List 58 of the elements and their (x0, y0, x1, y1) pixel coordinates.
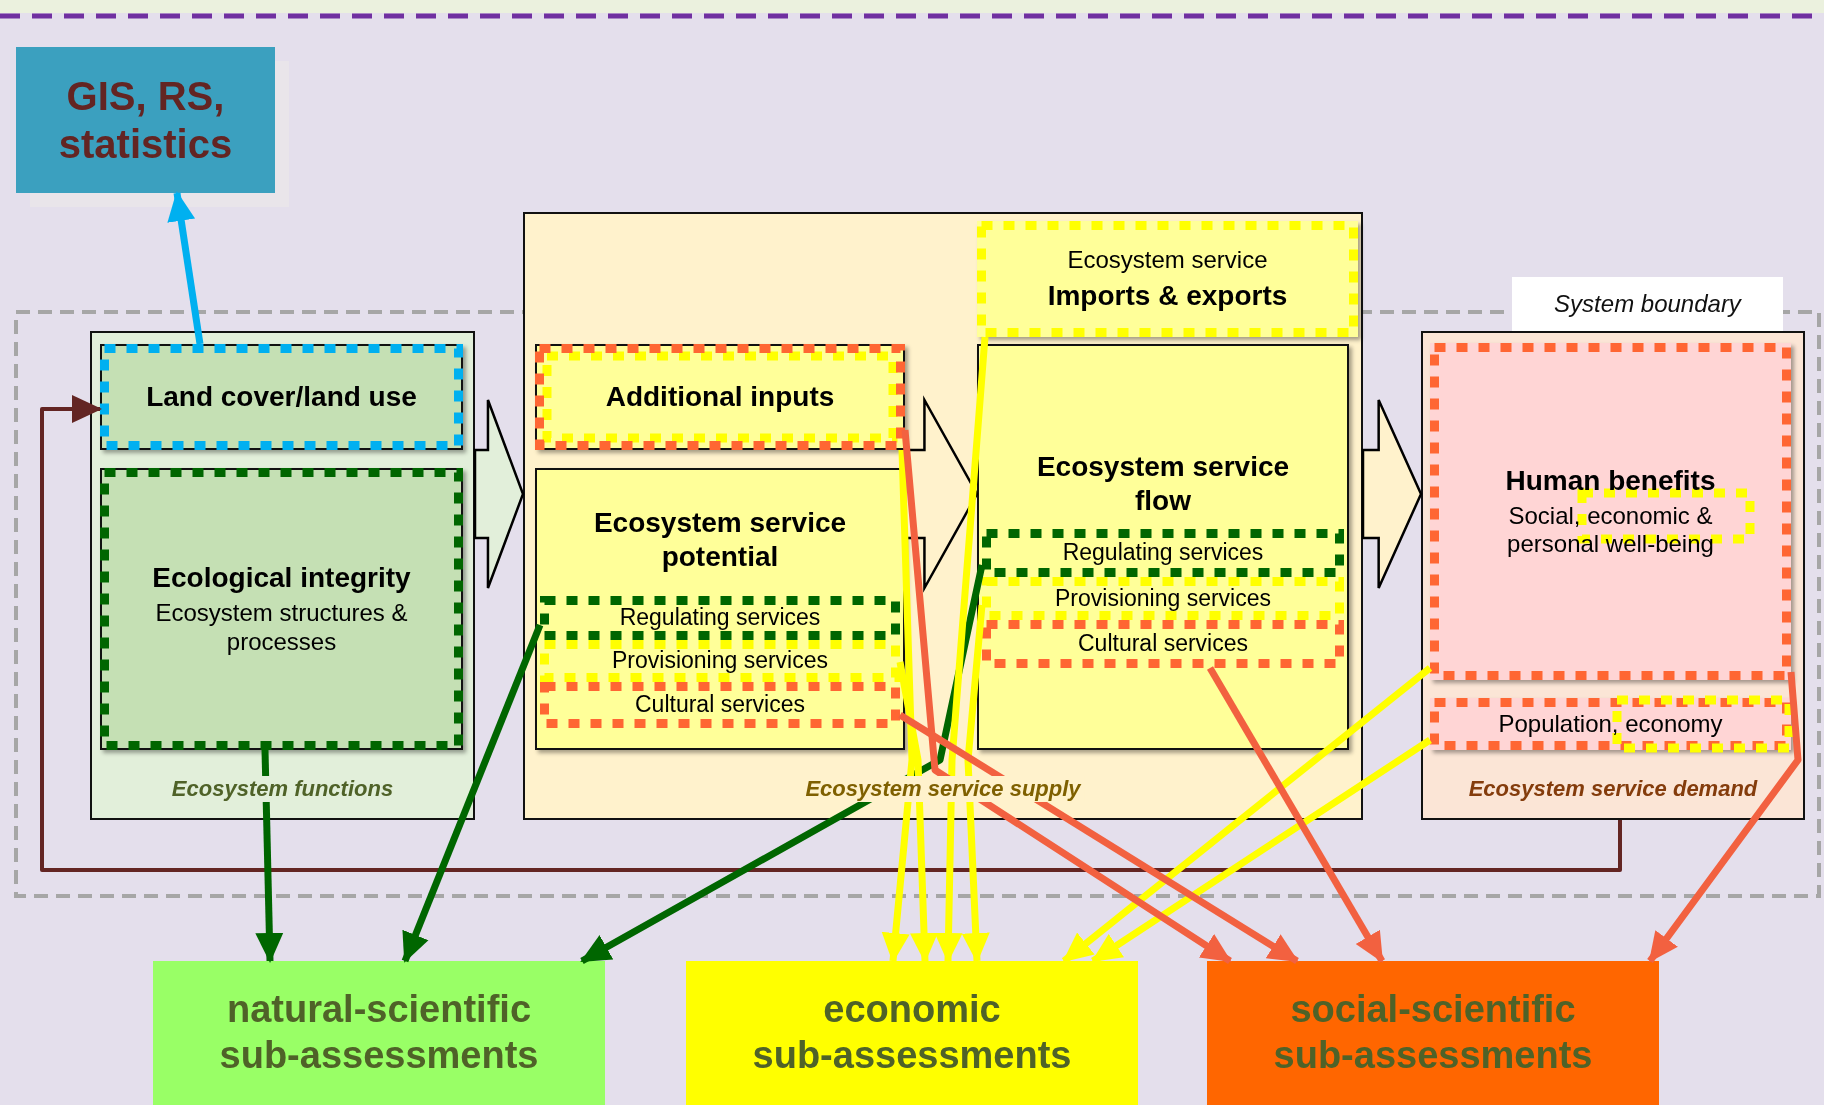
process-box (535, 344, 905, 450)
arrow (167, 191, 204, 345)
box-title: Ecosystem service (1067, 245, 1268, 275)
process-box (977, 221, 1358, 337)
service-label: Provisioning services (1055, 584, 1271, 613)
arrow (580, 564, 986, 965)
arrow (934, 336, 989, 963)
arrow (40, 395, 1622, 872)
box-title: Ecosystem service flow (1035, 450, 1291, 518)
process-box (1430, 698, 1791, 750)
service-row (982, 577, 1344, 620)
group-panel (1421, 331, 1805, 820)
assessment-box (686, 961, 1138, 1105)
service-row (540, 640, 900, 682)
box-title: Ecosystem service potential (592, 506, 848, 574)
box-title: Ecological integrity (152, 561, 411, 595)
arrow (1207, 666, 1385, 963)
group-panel (523, 212, 1363, 820)
assessment-label: social-scientific sub-assessments (1272, 987, 1594, 1078)
service-label: Cultural services (635, 691, 805, 719)
box-title: Human benefits (1505, 463, 1716, 498)
arrow (881, 449, 916, 963)
arrow (1091, 737, 1432, 964)
box-text: Imports & exports (1047, 278, 1288, 313)
group-panel (90, 331, 475, 820)
service-row (982, 620, 1344, 668)
process-box (100, 344, 463, 450)
service-row (540, 596, 900, 640)
process-box (100, 468, 463, 750)
process-box (1430, 343, 1791, 680)
arrow (1647, 671, 1802, 964)
box-title: Additional inputs (605, 380, 835, 414)
arrow (255, 749, 284, 963)
arrow (1061, 665, 1433, 964)
arrow (901, 429, 1232, 964)
assessment-label: economic sub-assessments (751, 987, 1073, 1078)
arrow (896, 661, 938, 963)
arrow (898, 712, 1299, 964)
assessment-label: natural-scientific sub-assessments (218, 987, 540, 1078)
box-title: Population, economy (1498, 709, 1723, 739)
arrow (961, 604, 990, 963)
service-label: Regulating services (619, 604, 821, 632)
process-box (535, 468, 905, 750)
box-text: Social, economic & personal well-being (1506, 501, 1715, 560)
service-label: Provisioning services (612, 647, 828, 675)
box-text: Ecosystem structures & processes (154, 599, 409, 657)
assessment-box (153, 961, 605, 1105)
method-label: GIS, RS, statistics (57, 73, 234, 168)
process-box (977, 344, 1349, 750)
boundary-label: System boundary (1512, 277, 1783, 331)
assessment-box (1207, 961, 1659, 1105)
service-row (982, 529, 1344, 577)
service-row (540, 682, 900, 728)
service-label: Regulating services (1062, 539, 1264, 567)
service-label: Cultural services (1078, 630, 1248, 658)
box-title: Land cover/land use (146, 380, 417, 414)
block-arrow (1361, 398, 1423, 590)
block-arrow (473, 398, 525, 590)
